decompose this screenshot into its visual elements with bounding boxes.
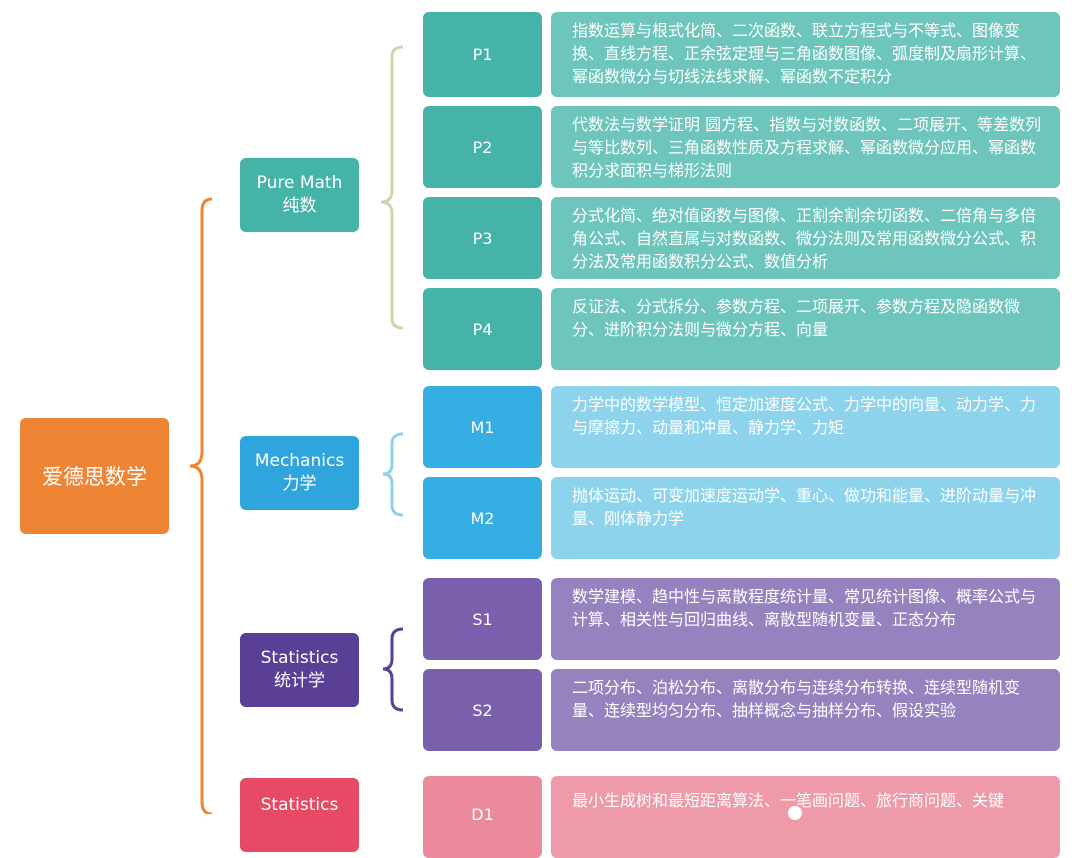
module-code: S1	[472, 609, 493, 629]
module-d1: D1	[423, 776, 542, 858]
statistics-bracket	[382, 627, 404, 712]
module-code: M1	[470, 417, 495, 437]
mechanics-bracket	[382, 432, 404, 517]
module-code: S2	[472, 700, 493, 720]
module-p1: P1	[423, 12, 542, 97]
module-m2-description: 抛体运动、可变加速度运动学、重心、做功和能量、进阶动量与冲量、刚体静力学	[551, 477, 1060, 559]
category-label-en: Mechanics	[254, 451, 345, 471]
root-node: 爱德思数学	[20, 418, 169, 534]
module-code: P3	[472, 228, 493, 248]
module-m1: M1	[423, 386, 542, 468]
category-decision: Statistics	[240, 778, 359, 852]
module-p3-description: 分式化简、绝对值函数与图像、正割余割余切函数、二倍角与多倍角公式、自然直属与对数…	[551, 197, 1060, 279]
scroll-indicator-dot	[788, 806, 802, 820]
module-p2: P2	[423, 106, 542, 188]
module-p2-description: 代数法与数学证明 圆方程、指数与对数函数、二项展开、等差数列与等比数列、三角函数…	[551, 106, 1060, 188]
module-d1-description: 最小生成树和最短距离算法、一笔画问题、旅行商问题、关键	[551, 776, 1060, 858]
module-p3: P3	[423, 197, 542, 279]
category-pure-math: Pure Math 纯数	[240, 158, 359, 232]
module-s1-description: 数学建模、趋中性与离散程度统计量、常见统计图像、概率公式与计算、相关性与回归曲线…	[551, 578, 1060, 660]
category-label-en: Pure Math	[256, 173, 343, 193]
root-bracket	[189, 197, 213, 814]
category-statistics: Statistics 统计学	[240, 633, 359, 707]
module-code: D1	[471, 805, 494, 824]
category-label-zh: 力学	[282, 474, 317, 494]
category-mechanics: Mechanics 力学	[240, 436, 359, 510]
root-label: 爱德思数学	[42, 465, 147, 489]
module-m1-description: 力学中的数学模型、恒定加速度公式、力学中的向量、动力学、力与摩擦力、动量和冲量、…	[551, 386, 1060, 468]
module-code: P2	[472, 137, 493, 157]
module-s2-description: 二项分布、泊松分布、离散分布与连续分布转换、连续型随机变量、连续型均匀分布、抽样…	[551, 669, 1060, 751]
module-p4-description: 反证法、分式拆分、参数方程、二项展开、参数方程及隐函数微分、进阶积分法则与微分方…	[551, 288, 1060, 370]
category-label-en: Statistics	[260, 795, 339, 815]
module-code: M2	[470, 508, 495, 528]
category-label-zh: 统计学	[274, 671, 325, 691]
category-label-zh: 纯数	[282, 196, 317, 216]
pure-math-bracket	[380, 45, 404, 330]
module-s1: S1	[423, 578, 542, 660]
connector-lines	[189, 45, 404, 814]
module-p4: P4	[423, 288, 542, 370]
category-label-en: Statistics	[260, 648, 339, 668]
module-code: P4	[472, 319, 493, 339]
module-m2: M2	[423, 477, 542, 559]
module-s2: S2	[423, 669, 542, 751]
module-p1-description: 指数运算与根式化简、二次函数、联立方程式与不等式、图像变换、直线方程、正余弦定理…	[551, 12, 1060, 97]
module-code: P1	[472, 45, 493, 64]
